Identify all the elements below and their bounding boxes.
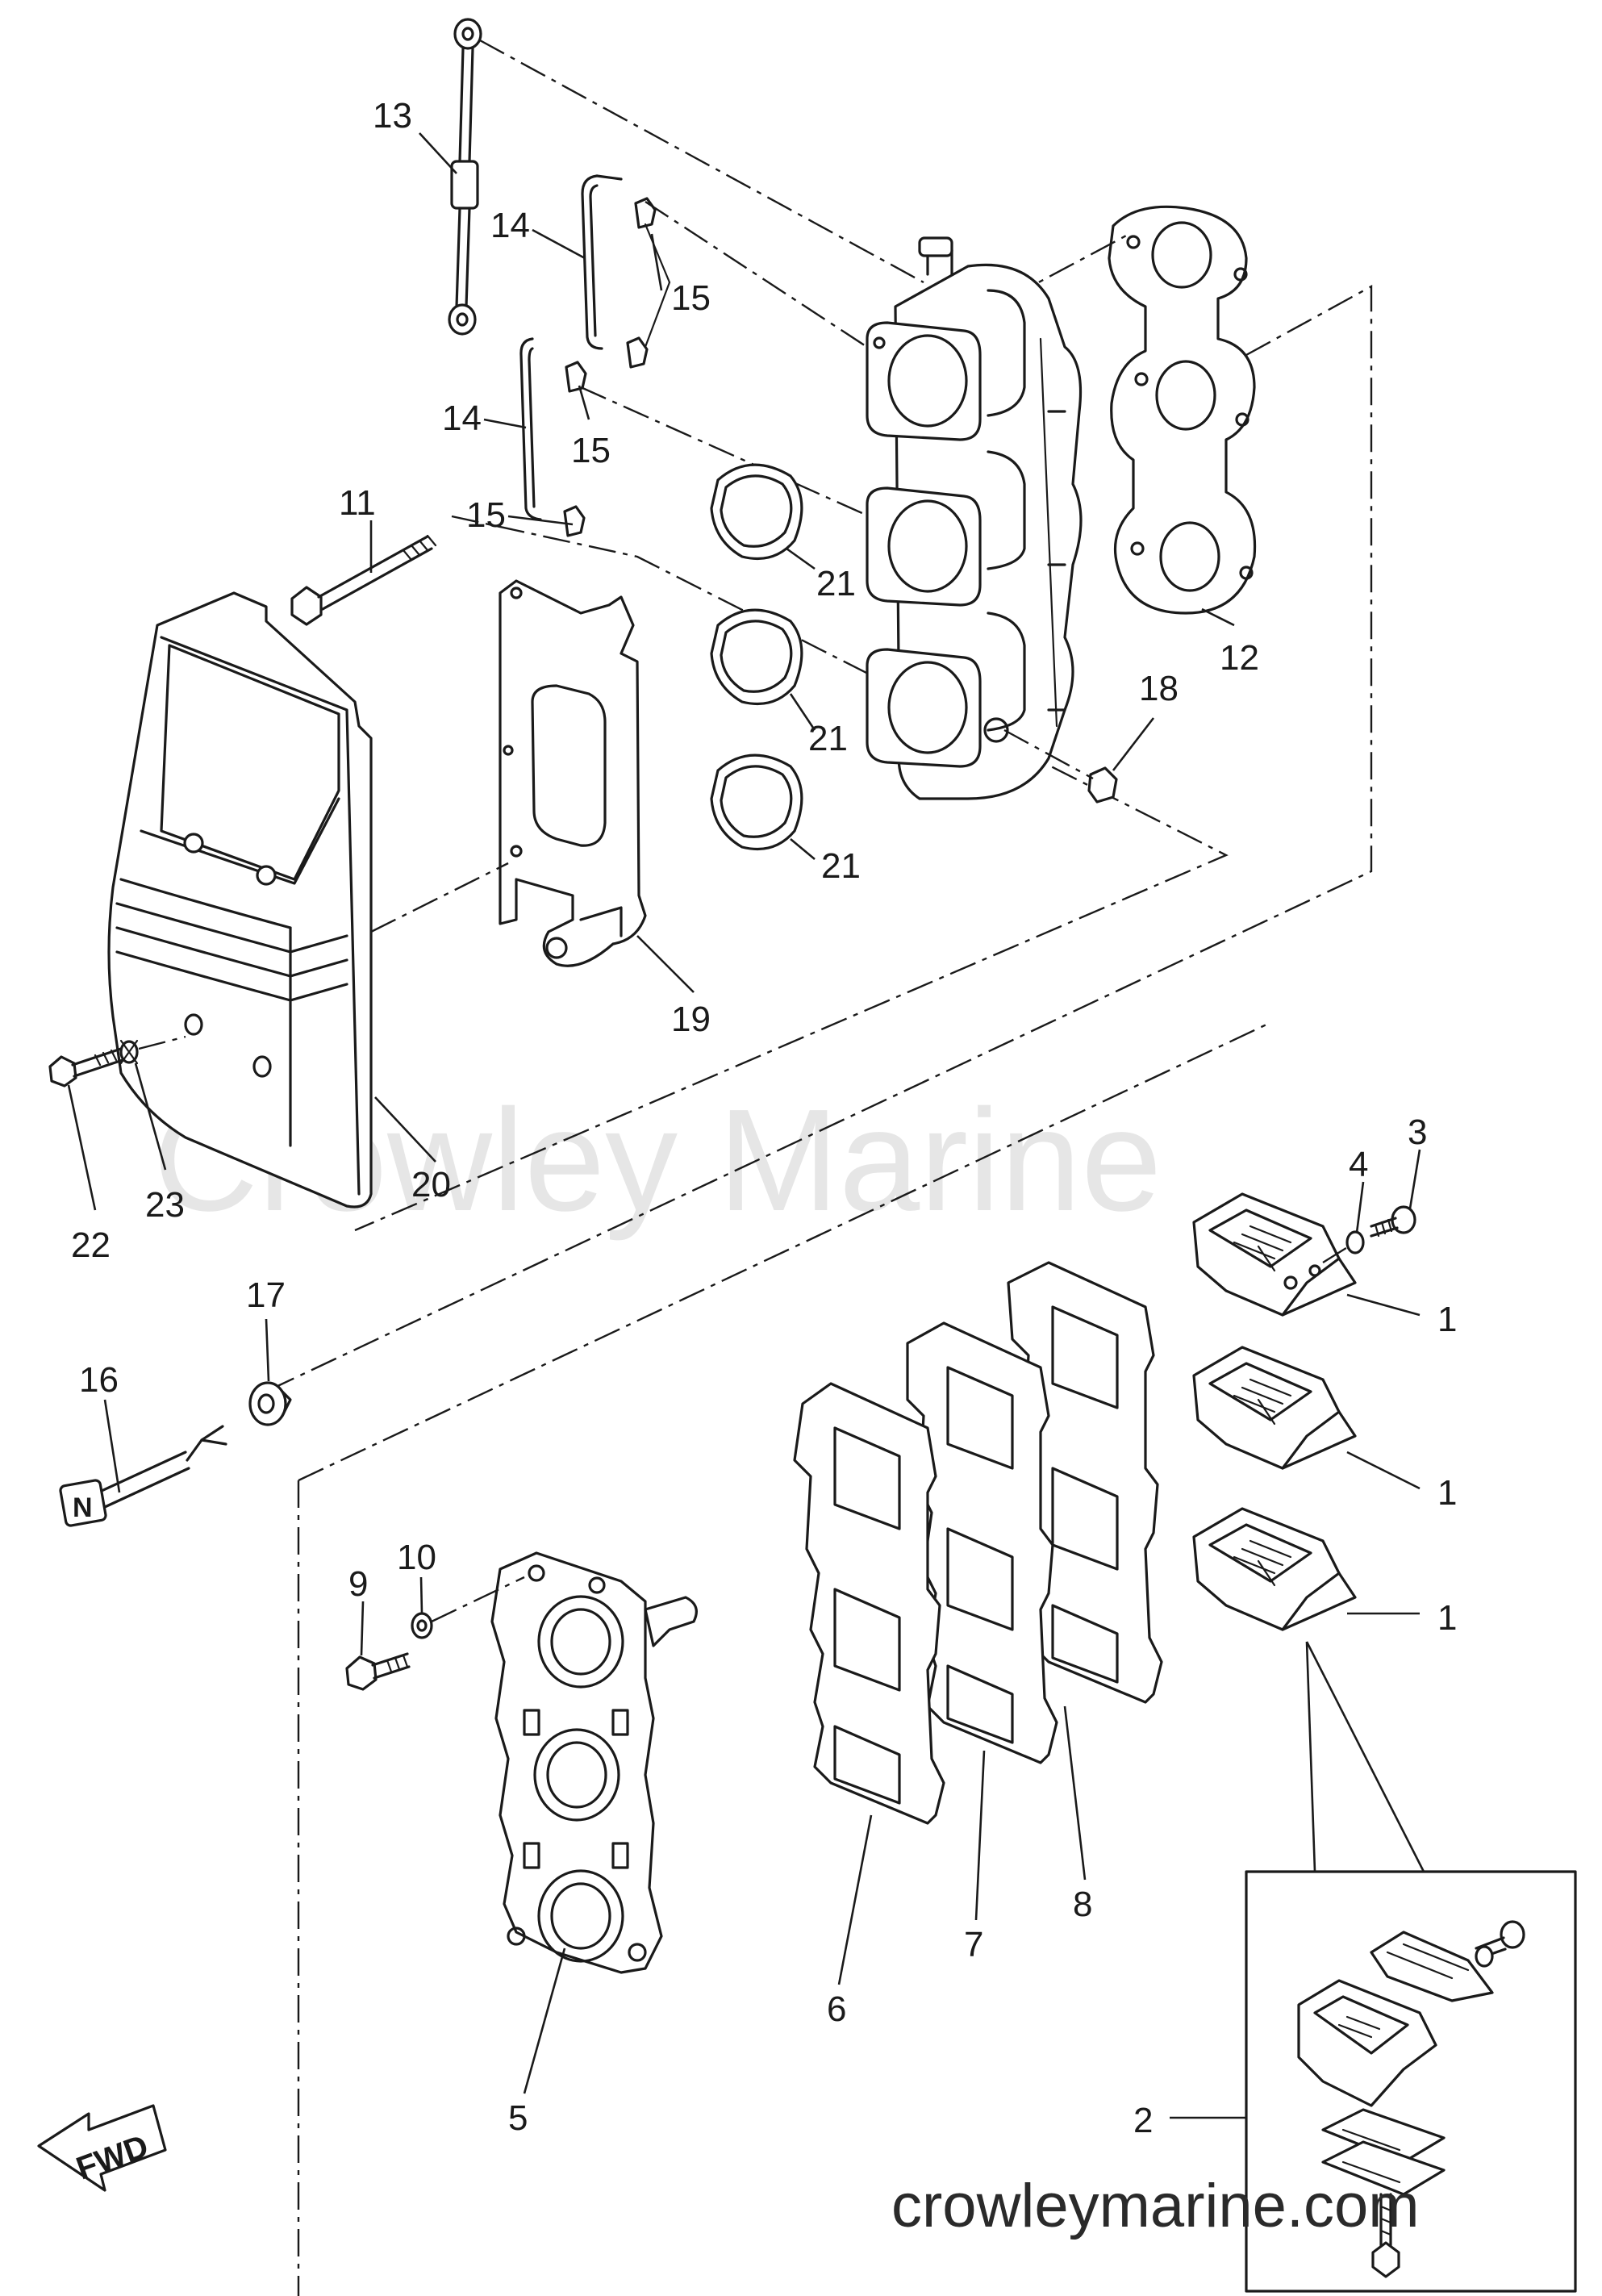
part-19-plate [499, 579, 647, 967]
part-7-gasket [906, 1321, 1058, 1764]
part-20-silencer-cover [107, 591, 509, 1209]
part-14-link-rod-upper [581, 174, 880, 369]
callout-5: 5 [508, 2098, 528, 2138]
callout-21: 21 [816, 564, 856, 603]
callout-16: 16 [79, 1360, 119, 1400]
callout-15: 15 [571, 431, 611, 470]
carburetor-assembly [866, 236, 1083, 800]
part-1-reed-valve-bottom [1192, 1507, 1357, 1631]
callout-3: 3 [1408, 1113, 1427, 1152]
part-23-washer [119, 1035, 186, 1065]
part-9-bolt [345, 1652, 411, 1691]
part-21-seal-top [710, 463, 803, 561]
carburetor-barrel-top [866, 321, 982, 441]
callout-21: 21 [808, 719, 848, 758]
callout-15: 15 [466, 495, 506, 535]
part-12-intake-gasket [1008, 205, 1257, 615]
part-1-reed-valve-top [1192, 1192, 1357, 1317]
carburetor-barrel-middle [866, 486, 982, 607]
callout-18: 18 [1139, 669, 1179, 708]
callout-14: 14 [442, 399, 482, 438]
part-21-seal-middle [710, 608, 803, 706]
callout-labels: 13 14 15 14 15 11 15 21 12 21 18 21 19 2… [71, 96, 1457, 2140]
callout-9: 9 [348, 1564, 368, 1604]
callout-15: 15 [671, 278, 711, 318]
callout-23: 23 [145, 1185, 185, 1225]
part-5-intake-manifold [490, 1551, 698, 1974]
part-16-choke-knob: N [59, 1425, 227, 1527]
callout-11: 11 [339, 483, 376, 523]
callout-21: 21 [821, 846, 861, 886]
callout-2: 2 [1133, 2101, 1153, 2140]
callout-20: 20 [411, 1165, 451, 1204]
callout-leader-lines [67, 132, 1421, 2119]
callout-4: 4 [1349, 1145, 1368, 1184]
part-4-washer [1322, 1230, 1365, 1264]
callout-14: 14 [490, 206, 530, 245]
knob-letter: N [73, 1492, 93, 1523]
callout-1: 1 [1437, 1300, 1457, 1339]
part-2-reed-kit-inset [1245, 1641, 1577, 2293]
part-3-screw [1370, 1205, 1416, 1238]
callout-17: 17 [246, 1275, 286, 1315]
callout-7: 7 [964, 1925, 983, 1964]
part-1-reed-valve-middle [1192, 1346, 1357, 1470]
part-22-bolt [48, 1047, 124, 1087]
part-10-washer [411, 1576, 525, 1639]
callout-1: 1 [1437, 1473, 1457, 1513]
part-21-seal-bottom [710, 754, 803, 851]
fwd-direction-arrow: FWD [37, 2104, 167, 2192]
part-11-bolt [290, 534, 437, 626]
callout-19: 19 [671, 1000, 711, 1039]
callout-22: 22 [71, 1225, 111, 1265]
carburetor-barrel-bottom [866, 648, 1009, 768]
callout-1: 1 [1437, 1598, 1457, 1638]
part-18-nut [1003, 728, 1118, 804]
callout-12: 12 [1220, 638, 1259, 678]
callout-10: 10 [397, 1538, 436, 1577]
callout-13: 13 [373, 96, 412, 136]
site-label: crowleymarine.com [891, 2172, 1420, 2240]
part-17-grommet [248, 1381, 292, 1426]
part-13-link-rod [448, 18, 924, 336]
part-14-link-rod-lower [519, 337, 888, 537]
callout-8: 8 [1073, 1885, 1092, 1924]
callout-6: 6 [827, 1989, 846, 2029]
part-6-gasket [793, 1382, 945, 1825]
